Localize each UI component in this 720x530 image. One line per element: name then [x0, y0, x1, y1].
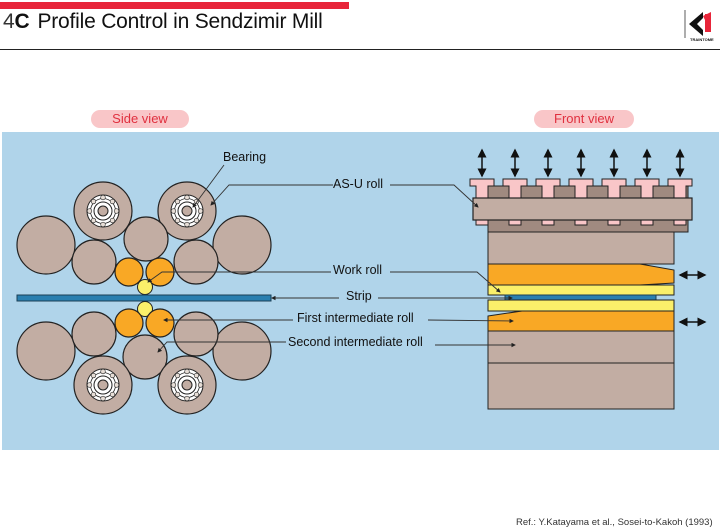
actuator-arrows	[477, 148, 685, 178]
second-intermediate-roll-upper-center	[123, 216, 169, 262]
work-roll-upper	[137, 279, 153, 295]
second-intermediate-roll-lower-left	[71, 311, 117, 357]
label-work-roll: Work roll	[333, 263, 383, 277]
second-intermediate-lower-front	[487, 330, 675, 364]
section-code: C	[14, 10, 30, 33]
header-divider	[0, 49, 720, 50]
outer-backup-roll-lower-left	[16, 321, 76, 381]
work-roll-lower-front	[487, 299, 675, 312]
second-intermediate-roll-upper-left	[71, 239, 117, 285]
label-first-intermediate-roll: First intermediate roll	[297, 311, 414, 325]
label-strip: Strip	[346, 289, 372, 303]
strip-side	[16, 294, 272, 302]
logo-text: TRAINTOME	[690, 37, 714, 42]
side-view-label: Side view	[91, 110, 189, 128]
outer-backup-roll-upper-right	[212, 215, 272, 275]
first-intermediate-roll-lower-right	[145, 308, 175, 338]
second-intermediate-roll-lower-center	[122, 334, 168, 380]
label-bearing: Bearing	[223, 150, 267, 164]
work-roll-upper-front	[487, 284, 675, 296]
header-accent-bar	[0, 2, 349, 9]
first-intermediate-lower-front	[487, 310, 675, 332]
reference-citation: Ref.: Y.Katayama et al., Sosei-to-Kakoh …	[516, 517, 713, 528]
bearing-icon	[86, 194, 120, 228]
first-intermediate-roll-lower-left	[114, 308, 144, 338]
asu-roll-front	[472, 197, 693, 221]
asu-roll-lower-front	[487, 362, 675, 410]
brand-logo-icon: TRAINTOME	[684, 10, 714, 42]
title-text: Profile Control in Sendzimir Mill	[37, 10, 323, 33]
bearing-icon	[170, 368, 204, 402]
label-second-intermediate-roll: Second intermediate roll	[288, 335, 423, 349]
second-intermediate-roll-lower-right	[173, 311, 219, 357]
second-intermediate-roll-upper-right	[173, 239, 219, 285]
front-view-label: Front view	[534, 110, 634, 128]
first-intermediate-roll-upper-left	[114, 257, 144, 287]
first-intermediate-upper-front	[487, 263, 675, 286]
outer-backup-roll-lower-right	[212, 321, 272, 381]
label-asu-roll: AS-U roll	[333, 177, 384, 191]
bearing-icon	[86, 368, 120, 402]
strip-front	[504, 294, 657, 301]
outer-backup-roll-upper-left	[16, 215, 76, 275]
section-number: 4	[3, 10, 15, 33]
page-title: 4C Profile Control in Sendzimir Mill	[3, 10, 323, 34]
asu-actuators	[469, 178, 693, 226]
work-roll-lower	[137, 301, 153, 317]
second-intermediate-upper-front	[487, 231, 675, 265]
